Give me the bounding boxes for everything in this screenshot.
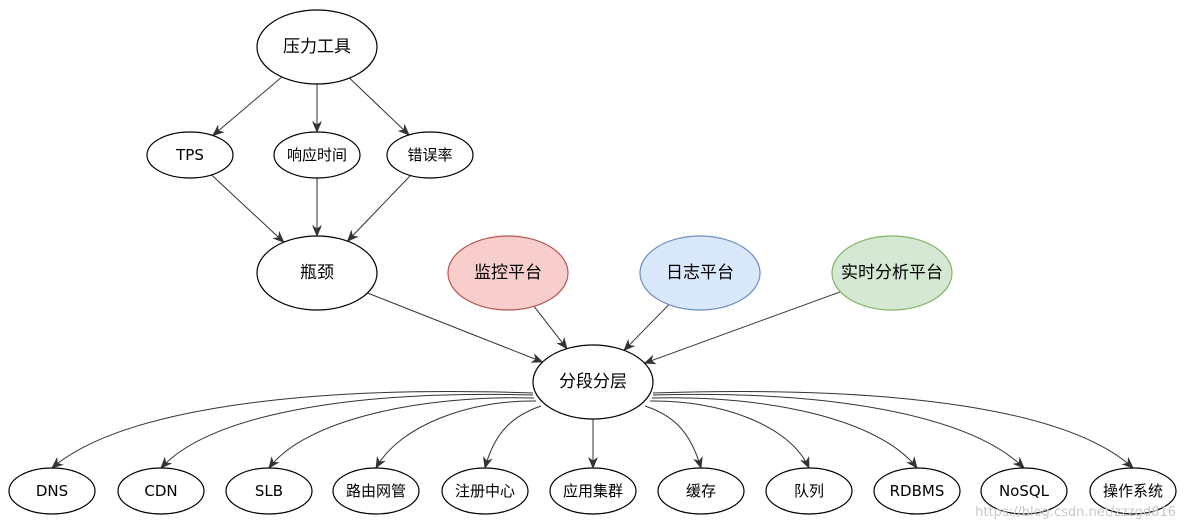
node-label-registry: 注册中心: [455, 482, 515, 500]
node-shape-realtime-analytics-platform: [831, 235, 953, 311]
node-app-cluster: 应用集群: [549, 467, 637, 515]
node-shape-operating-system: [1089, 467, 1177, 515]
node-shape-segmented-layering: [532, 344, 654, 420]
edge-segmented-layering-to-queue: [649, 400, 810, 469]
node-shape-cache: [657, 467, 745, 515]
edge-segmented-layering-to-slb: [268, 397, 535, 469]
edge-error-rate-to-bottleneck: [346, 175, 411, 242]
node-operating-system: 操作系统: [1089, 467, 1177, 515]
edge-segmented-layering-to-operating-system: [652, 391, 1134, 469]
edge-monitoring-platform-to-segmented-layering: [533, 305, 568, 350]
node-label-segmented-layering: 分段分层: [559, 372, 627, 392]
node-shape-rdbms: [873, 467, 961, 515]
edge-segmented-layering-to-cache: [644, 405, 703, 469]
node-shape-log-platform: [639, 235, 761, 311]
edge-tps-to-bottleneck: [211, 174, 285, 243]
node-label-log-platform: 日志平台: [666, 263, 734, 283]
node-label-cdn: CDN: [144, 482, 177, 500]
edges-layer: [51, 76, 1134, 469]
node-shape-monitoring-platform: [447, 235, 569, 311]
node-shape-tps: [146, 131, 234, 179]
node-pressure-tool: 压力工具: [256, 9, 378, 85]
node-realtime-analytics-platform: 实时分析平台: [831, 235, 953, 311]
node-label-pressure-tool: 压力工具: [283, 37, 351, 57]
node-log-platform: 日志平台: [639, 235, 761, 311]
node-label-operating-system: 操作系统: [1103, 482, 1163, 500]
node-nosql: NoSQL: [980, 467, 1068, 515]
node-bottleneck: 瓶颈: [256, 235, 378, 311]
node-shape-response-time: [273, 131, 361, 179]
node-label-error-rate: 错误率: [407, 146, 452, 164]
node-label-tps: TPS: [175, 146, 204, 164]
edge-segmented-layering-to-rdbms: [651, 397, 918, 469]
edge-segmented-layering-to-cdn: [160, 393, 534, 469]
watermark: https://blog.csdn.net/zzzgd816: [975, 505, 1176, 520]
node-shape-slb: [225, 467, 313, 515]
node-shape-nosql: [980, 467, 1068, 515]
edge-log-platform-to-segmented-layering: [623, 304, 670, 352]
edge-segmented-layering-to-dns: [51, 391, 534, 469]
node-label-realtime-analytics-platform: 实时分析平台: [841, 263, 943, 283]
edge-pressure-tool-to-tps: [212, 76, 283, 137]
node-label-slb: SLB: [255, 482, 283, 500]
edge-segmented-layering-to-nosql: [652, 393, 1025, 469]
edge-pressure-tool-to-error-rate: [349, 77, 410, 136]
node-shape-app-cluster: [549, 467, 637, 515]
node-shape-queue: [765, 467, 853, 515]
node-cdn: CDN: [117, 467, 205, 515]
node-routing-gateway: 路由网管: [332, 467, 420, 515]
node-shape-registry: [441, 467, 529, 515]
edge-realtime-analytics-platform-to-segmented-layering: [643, 291, 841, 365]
edge-bottleneck-to-segmented-layering: [367, 292, 544, 363]
node-label-bottleneck: 瓶颈: [300, 263, 334, 283]
node-shape-pressure-tool: [256, 9, 378, 85]
node-cache: 缓存: [657, 467, 745, 515]
node-rdbms: RDBMS: [873, 467, 961, 515]
node-shape-error-rate: [386, 131, 474, 179]
node-monitoring-platform: 监控平台: [447, 235, 569, 311]
node-segmented-layering: 分段分层: [532, 344, 654, 420]
node-label-nosql: NoSQL: [999, 482, 1050, 500]
node-shape-cdn: [117, 467, 205, 515]
node-slb: SLB: [225, 467, 313, 515]
node-label-dns: DNS: [36, 482, 68, 500]
node-shape-bottleneck: [256, 235, 378, 311]
node-label-cache: 缓存: [686, 482, 716, 500]
node-label-response-time: 响应时间: [287, 146, 347, 164]
node-label-app-cluster: 应用集群: [563, 482, 623, 500]
node-label-queue: 队列: [794, 482, 824, 500]
node-label-rdbms: RDBMS: [890, 482, 945, 500]
node-dns: DNS: [8, 467, 96, 515]
node-registry: 注册中心: [441, 467, 529, 515]
node-response-time: 响应时间: [273, 131, 361, 179]
node-label-routing-gateway: 路由网管: [346, 482, 406, 500]
node-shape-routing-gateway: [332, 467, 420, 515]
node-tps: TPS: [146, 131, 234, 179]
edge-segmented-layering-to-registry: [482, 405, 542, 469]
node-error-rate: 错误率: [386, 131, 474, 179]
node-label-monitoring-platform: 监控平台: [474, 263, 542, 283]
node-queue: 队列: [765, 467, 853, 515]
edge-segmented-layering-to-routing-gateway: [375, 400, 537, 469]
node-shape-dns: [8, 467, 96, 515]
